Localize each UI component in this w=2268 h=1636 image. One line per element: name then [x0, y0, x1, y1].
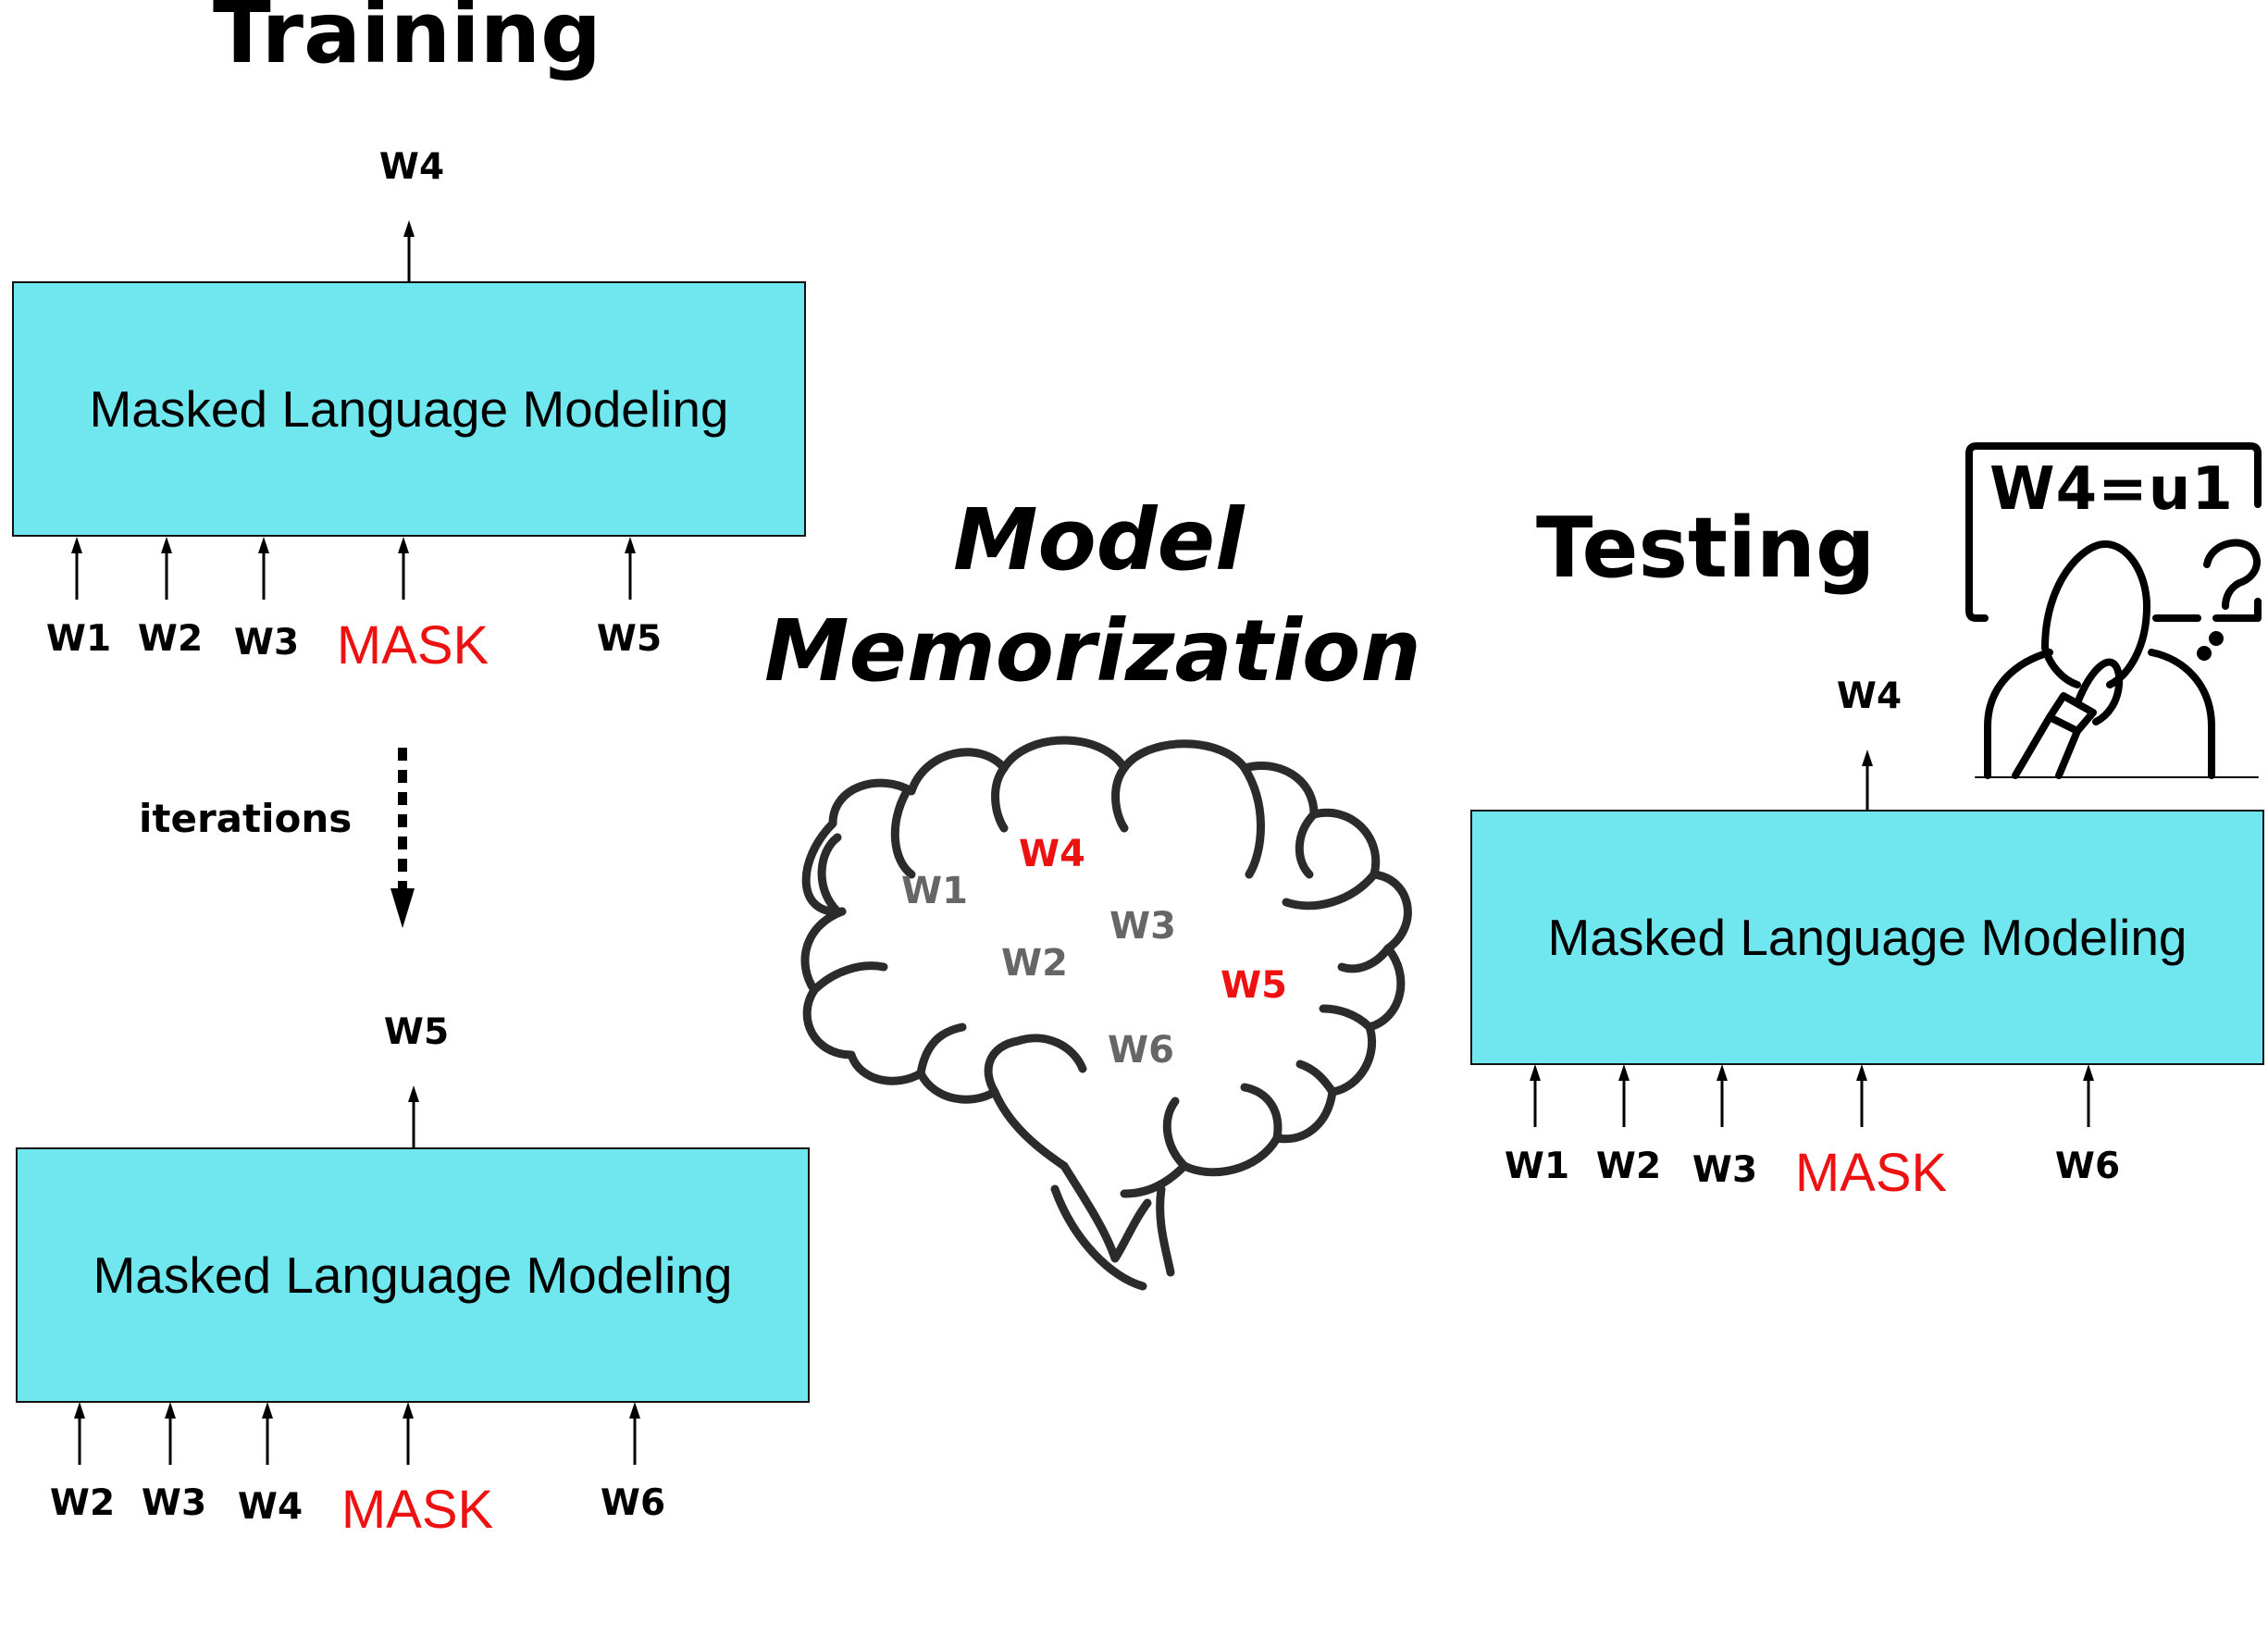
training-box2-input-5: W6: [600, 1482, 666, 1524]
testing-title: Testing: [1536, 500, 1876, 597]
training-title: Training: [213, 0, 602, 82]
training-box2-arrows: [74, 1085, 640, 1465]
memorization-title-line2: Memorization: [764, 601, 1421, 700]
testing-box-arrows: [1530, 750, 2094, 1127]
training-box1-input-2: W2: [137, 618, 204, 660]
testing-box-input-5: W6: [2054, 1146, 2121, 1187]
brain-word-w3: W3: [1109, 905, 1176, 948]
brain-word-w4: W4: [1019, 833, 1085, 875]
brain-word-w6: W6: [1108, 1029, 1174, 1072]
training-box2-input-1: W2: [49, 1482, 116, 1524]
training-box2: Masked Language Modeling: [16, 1147, 810, 1403]
thinking-person-icon: [1965, 442, 2262, 779]
brain-word-w5: W5: [1221, 964, 1287, 1007]
training-box1-arrows: [71, 220, 636, 600]
testing-box: Masked Language Modeling: [1470, 810, 2264, 1065]
training-box1-output: W4: [378, 146, 445, 188]
training-box2-mask: MASK: [341, 1480, 494, 1540]
testing-box-input-2: W2: [1595, 1146, 1662, 1187]
testing-box-mask: MASK: [1794, 1143, 1948, 1203]
training-box1-mask: MASK: [336, 615, 490, 675]
brain-icon: [800, 736, 1412, 1291]
training-box2-input-2: W3: [141, 1482, 207, 1524]
training-box1: Masked Language Modeling: [12, 281, 806, 537]
brain-word-w2: W2: [1001, 942, 1068, 985]
arrow-up-icon: [403, 220, 415, 237]
testing-box-output: W4: [1836, 675, 1902, 717]
testing-box-input-1: W1: [1504, 1146, 1570, 1187]
testing-box-label: Masked Language Modeling: [1547, 909, 2187, 966]
brain-word-w1: W1: [901, 870, 968, 912]
training-box2-output: W5: [383, 1011, 450, 1053]
training-box2-input-3: W4: [237, 1486, 304, 1528]
testing-box-input-3: W3: [1692, 1149, 1758, 1191]
board-text: W4=u1: [1989, 455, 2234, 524]
training-box2-label: Masked Language Modeling: [93, 1246, 733, 1304]
training-box1-input-5: W5: [596, 618, 663, 660]
iterations-label: iterations: [139, 796, 353, 841]
training-box1-label: Masked Language Modeling: [89, 380, 729, 438]
memorization-title-line1: Model: [953, 490, 1245, 589]
training-box1-input-1: W1: [45, 618, 112, 660]
dotted-arrow-down-icon: [390, 748, 415, 928]
training-box1-input-3: W3: [233, 622, 300, 663]
